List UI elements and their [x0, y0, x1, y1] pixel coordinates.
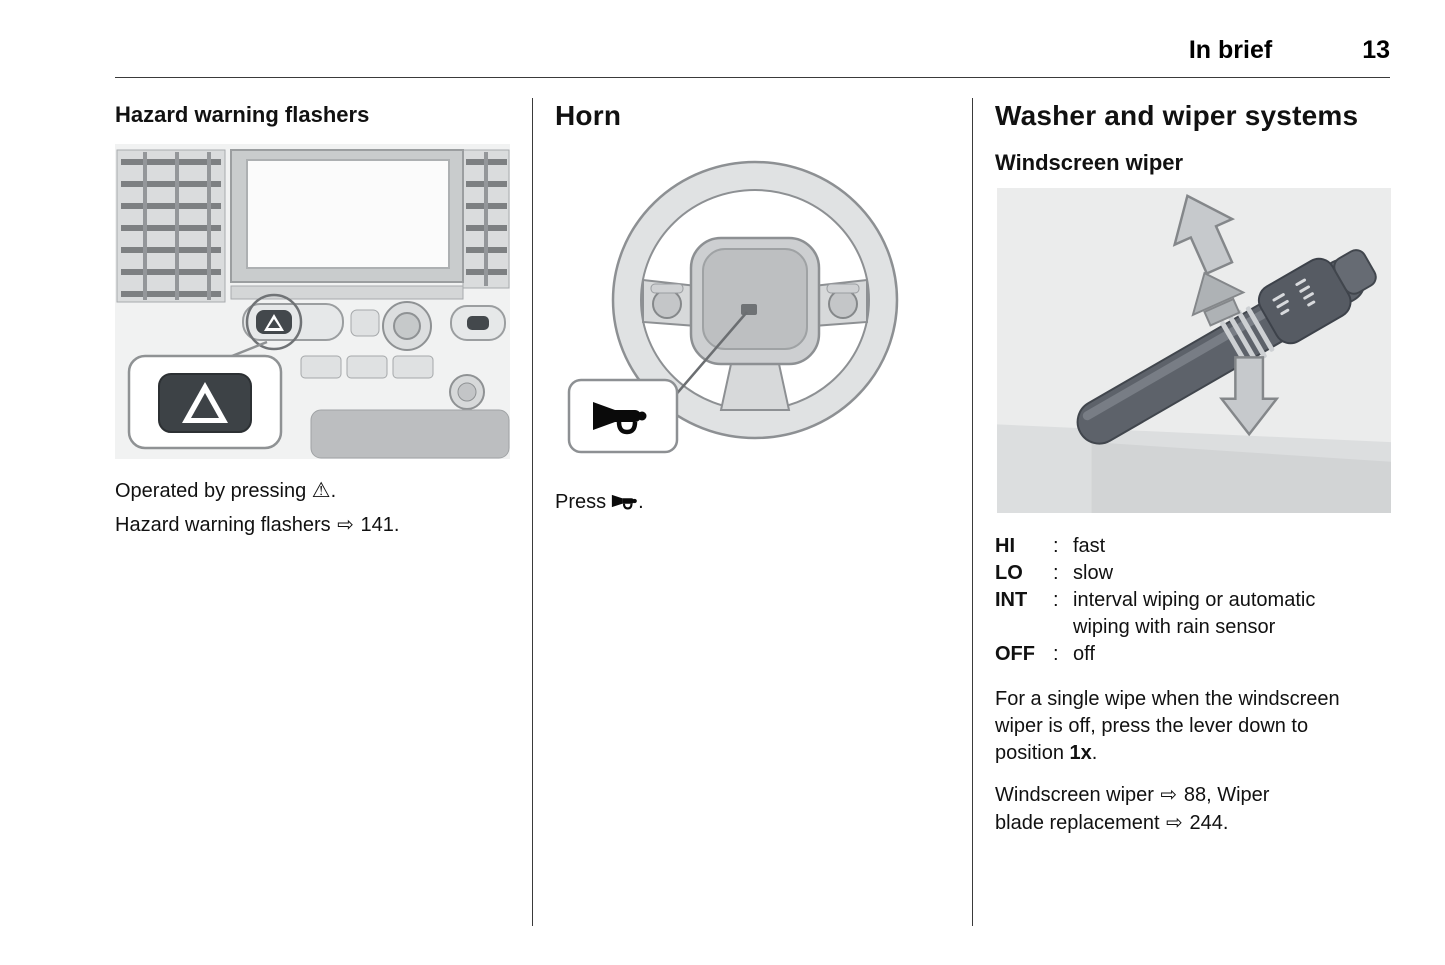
- wiper-position-row: INT : interval wiping or automatic wipin…: [995, 587, 1393, 641]
- wiper-lever-image: [997, 188, 1391, 513]
- wiper-reference-text: Windscreen wiper: [995, 784, 1154, 806]
- hazard-reference: Hazard warning flashers ⇨ 141.: [115, 511, 510, 539]
- wiper-position-separator: :: [1053, 535, 1059, 557]
- hazard-illustration: [115, 144, 510, 459]
- wiper-position-label: HI: [995, 535, 1015, 557]
- wiper-position-separator: :: [1053, 562, 1059, 584]
- wiper-position-label: LO: [995, 562, 1023, 584]
- refer-arrow-icon: ⇨: [1160, 782, 1178, 806]
- horn-section-title: Horn: [555, 100, 622, 131]
- center-console-image: [115, 144, 510, 459]
- single-wipe-period: .: [1091, 742, 1098, 764]
- horn-icon: [610, 491, 638, 519]
- column-divider: [532, 98, 533, 926]
- horn-illustration: [555, 148, 950, 463]
- header-rule: [115, 77, 1390, 78]
- section-title: In brief: [1188, 36, 1273, 64]
- wiper-reference-page: 88,: [1183, 784, 1212, 806]
- hazard-reference-text: Hazard warning flashers: [115, 514, 331, 536]
- wiper-position-desc: slow: [1073, 562, 1114, 584]
- content-columns: Hazard warning flashers: [115, 98, 1393, 926]
- single-wipe-position: 1x: [1069, 742, 1092, 764]
- column-hazard-warning-flashers: Hazard warning flashers: [115, 98, 510, 926]
- wiper-position-row: OFF : off: [995, 641, 1393, 668]
- single-wipe-text: For a single wipe when the windscreen wi…: [995, 688, 1340, 764]
- horn-caption-text: Press: [555, 491, 607, 513]
- wiper-section-title: Washer and wiper systems: [995, 100, 1359, 131]
- steering-wheel-image: [555, 148, 950, 463]
- refer-arrow-icon: ⇨: [1166, 810, 1183, 834]
- wiper-position-separator: :: [1053, 589, 1059, 611]
- manual-page: In brief 13 Hazard warning flashers: [115, 36, 1393, 926]
- wiper-position-desc: off: [1073, 643, 1095, 665]
- wiper-position-label: INT: [995, 589, 1028, 611]
- refer-arrow-icon: ⇨: [337, 512, 354, 536]
- horn-caption: Press.: [555, 489, 950, 519]
- wiper-position-desc: interval wiping or automatic wiping with…: [1073, 589, 1316, 638]
- wiper-references: Windscreen wiper ⇨ 88, Wiper blade repla…: [995, 781, 1313, 837]
- hazard-caption: Operated by pressing ⚠.: [115, 477, 510, 505]
- hazard-section-title: Hazard warning flashers: [115, 102, 370, 127]
- column-washer-wiper: Washer and wiper systems Windscreen wipe…: [995, 98, 1393, 926]
- page-number: 13: [1362, 36, 1390, 64]
- wiper-position-row: HI : fast: [995, 533, 1393, 560]
- wiper-reference-text: Wiper blade replacement: [995, 784, 1270, 834]
- wiper-position-desc: fast: [1073, 535, 1106, 557]
- hazard-caption-period: .: [330, 480, 337, 502]
- wiper-position-label: OFF: [995, 643, 1035, 665]
- hazard-caption-text: Operated by pressing: [115, 480, 307, 502]
- page-header: In brief 13: [115, 36, 1390, 77]
- column-divider: [972, 98, 973, 926]
- wiper-subsection-title: Windscreen wiper: [995, 150, 1184, 175]
- single-wipe-paragraph: For a single wipe when the windscreen wi…: [995, 686, 1347, 767]
- hazard-warning-icon: ⚠: [311, 478, 331, 502]
- wiper-positions-list: HI : fast LO : slow INT : interval wipin…: [995, 533, 1393, 668]
- horn-caption-period: .: [638, 491, 644, 513]
- wiper-reference-page: 244.: [1189, 812, 1229, 834]
- hazard-reference-page: 141.: [360, 514, 400, 536]
- wiper-position-separator: :: [1053, 643, 1059, 665]
- wiper-position-row: LO : slow: [995, 560, 1393, 587]
- column-horn: Horn: [555, 98, 950, 926]
- wiper-illustration: [995, 188, 1393, 513]
